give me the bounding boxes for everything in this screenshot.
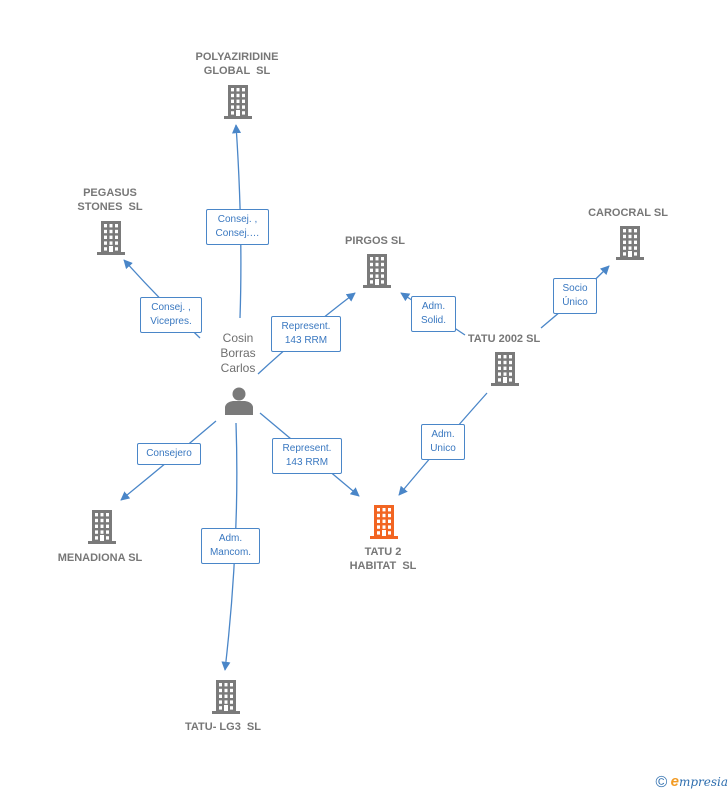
- building-icon-polyaziridine[interactable]: [224, 85, 252, 119]
- brand-initial: e: [670, 773, 679, 790]
- edge-label-tatu2-tatu2002: Adm. Unico: [421, 424, 465, 460]
- company-label-carocral[interactable]: CAROCRAL SL: [588, 207, 668, 219]
- edge-label-tatulg3: Adm. Mancom.: [201, 528, 260, 564]
- building-icon-tatulg3[interactable]: [212, 680, 240, 714]
- company-label-pegasus[interactable]: PEGASUS STONES SL: [77, 187, 143, 213]
- edge-label-tatu2-person: Represent. 143 RRM: [272, 438, 342, 474]
- edge-label-menadiona: Consejero: [137, 443, 201, 465]
- person-label[interactable]: Cosin Borras Carlos: [220, 331, 256, 375]
- company-label-pirgos[interactable]: PIRGOS SL: [345, 235, 405, 247]
- building-icon-pirgos[interactable]: [363, 254, 391, 288]
- building-icon-tatu2[interactable]: [370, 505, 398, 539]
- edge-label-polyaziridine: Consej. , Consej.…: [206, 209, 269, 245]
- person-icon[interactable]: [225, 387, 253, 416]
- building-icon-menadiona[interactable]: [88, 510, 116, 544]
- brand-name: mpresia: [678, 775, 728, 789]
- building-icon-pegasus[interactable]: [97, 221, 125, 255]
- copyright-icon: ©: [655, 774, 668, 791]
- edge-label-pirgos-person: Represent. 143 RRM: [271, 316, 341, 352]
- company-label-polyaziridine[interactable]: POLYAZIRIDINE GLOBAL SL: [195, 51, 279, 77]
- company-label-tatu2-habitat[interactable]: TATU 2 HABITAT SL: [349, 546, 417, 572]
- edge-label-carocral: Socio Único: [553, 278, 597, 314]
- footer-brand: © empresia: [655, 773, 728, 792]
- edge-label-pirgos-tatu2002: Adm. Solid.: [411, 296, 456, 332]
- building-icon-carocral[interactable]: [616, 226, 644, 260]
- company-label-tatulg3[interactable]: TATU- LG3 SL: [185, 721, 261, 733]
- company-label-tatu2002[interactable]: TATU 2002 SL: [467, 333, 541, 345]
- edge-label-pegasus: Consej. , Vicepres.: [140, 297, 202, 333]
- building-icon-tatu2002[interactable]: [491, 352, 519, 386]
- company-label-menadiona[interactable]: MENADIONA SL: [57, 552, 143, 564]
